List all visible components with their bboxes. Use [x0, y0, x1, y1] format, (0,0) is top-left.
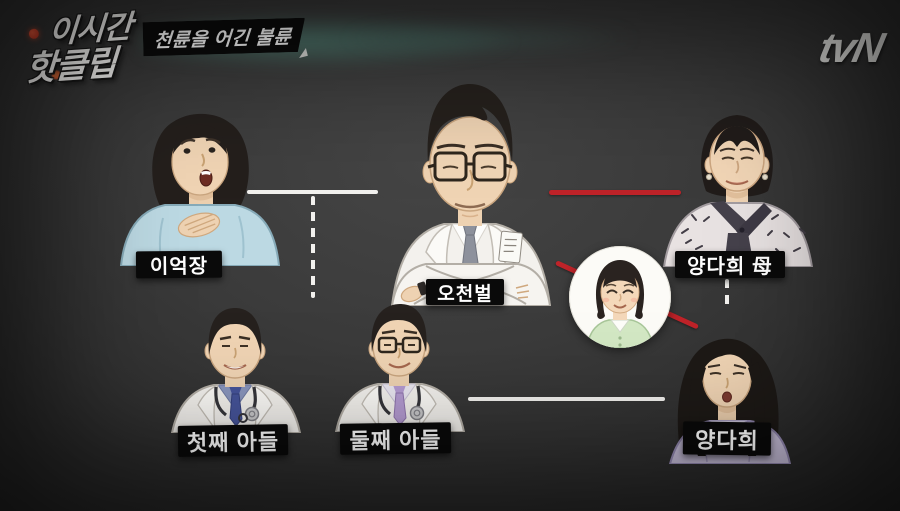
second-son-illustration: [334, 304, 466, 433]
face: [427, 84, 513, 218]
episode-topic-text: 천륜을 어긴 불륜: [153, 26, 293, 52]
husband-illustration: [390, 84, 552, 307]
mother-daughter-dashed-line: [725, 279, 729, 306]
circled-woman-illustration: [586, 260, 654, 348]
name-label-first-son: 첫째 아들: [177, 424, 289, 457]
descendant-dashed-line: [311, 196, 315, 298]
tie: [393, 385, 407, 426]
earring-right: [761, 173, 769, 181]
face: [171, 124, 229, 196]
face: [709, 126, 765, 192]
earring-left: [705, 173, 713, 181]
teal-glow-streak-tail: [330, 18, 730, 58]
portrait-second-son: [332, 300, 467, 433]
circled-woman-portrait: [569, 246, 671, 348]
name-label-daughter: 양다희: [682, 421, 772, 456]
name-label-husband: 오천벌: [426, 279, 504, 305]
episode-topic-badge: 천륜을 어긴 불륜: [143, 18, 306, 57]
affair-red-line: [549, 190, 681, 195]
face: [371, 304, 427, 377]
show-logo: 이시간 핫클립: [22, 8, 156, 89]
face: [600, 267, 640, 314]
show-logo-line1: 이시간: [47, 8, 133, 50]
stethoscope: [378, 385, 425, 421]
hand-on-chest: [177, 212, 221, 238]
show-logo-line2: 핫클립: [24, 43, 118, 89]
second-son-daughter-line: [468, 397, 665, 401]
portrait-husband: [368, 58, 572, 307]
portrait-first-son: [168, 303, 303, 434]
mistress-illustration: [662, 115, 814, 268]
name-tag: [498, 230, 523, 264]
face: [208, 308, 262, 379]
wife-illustration: [119, 113, 281, 267]
face: [702, 339, 753, 408]
portrait-wife: [103, 98, 298, 267]
name-label-second-son: 둘째 아들: [339, 422, 452, 455]
name-label-wife: 이억장: [135, 250, 223, 279]
stethoscope: [214, 386, 260, 423]
marriage-line: [247, 190, 378, 194]
first-son-illustration: [170, 308, 302, 434]
name-label-mistress: 양다희 母: [675, 251, 785, 278]
portrait-mistress: [652, 103, 822, 268]
logo-red-dot-icon: [28, 28, 40, 40]
tvn-channel-logo: tvN: [815, 24, 888, 71]
